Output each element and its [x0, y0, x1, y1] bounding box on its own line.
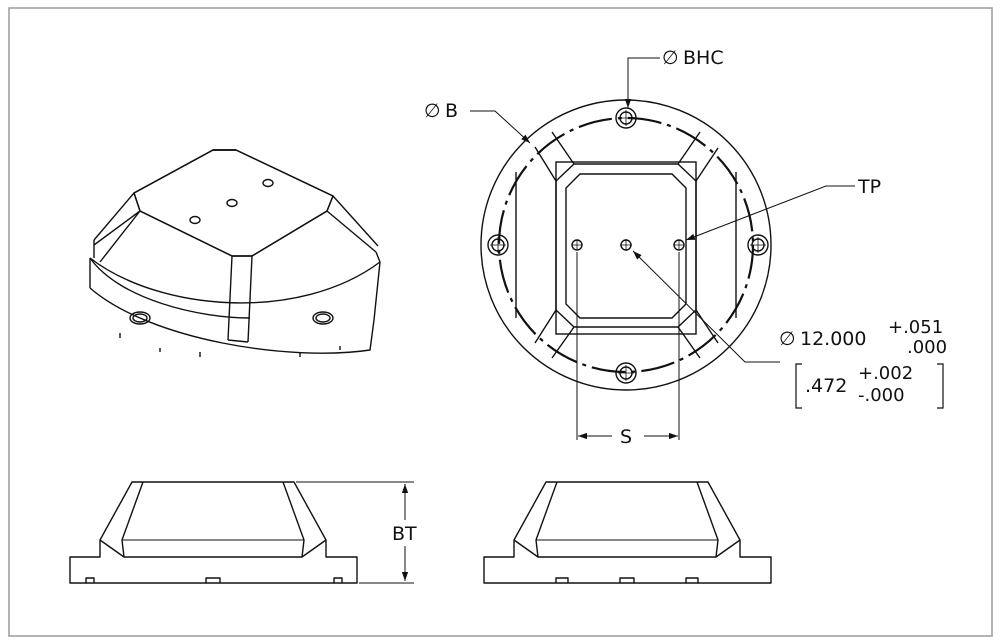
side-view-right [483, 481, 772, 584]
bore-nominal: .472 [805, 375, 847, 397]
hole-centerlines [490, 110, 766, 381]
bore-tol-minus: -.000 [858, 385, 905, 406]
bhc-label: BHC [683, 47, 724, 69]
dia-tol-plus: +.051 [888, 317, 943, 338]
isometric-view [89, 149, 381, 357]
bore-tol-plus: +.002 [858, 363, 913, 384]
bt-dimension [296, 481, 414, 584]
bhc-diameter-symbol: ∅ [662, 47, 679, 69]
tolerance-bracket [795, 363, 944, 409]
b-label: B [445, 100, 458, 122]
dia-diameter-symbol: ∅ [779, 328, 796, 350]
drawing-frame [8, 7, 993, 637]
s-label: S [620, 426, 632, 448]
dia-nominal: 12.000 [800, 328, 866, 350]
tp-label: TP [857, 176, 881, 198]
b-diameter-symbol: ∅ [424, 100, 441, 122]
dia-tol-minus: .000 [907, 337, 947, 358]
dimension-leaders [470, 57, 855, 440]
side-view-left [69, 481, 358, 584]
bt-label: BT [392, 523, 417, 545]
